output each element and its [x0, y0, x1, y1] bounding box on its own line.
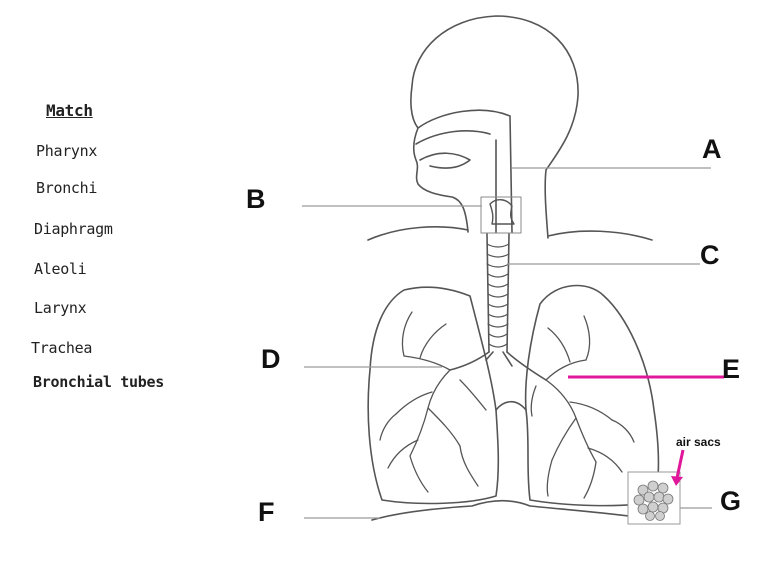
trachea-rings	[486, 243, 510, 348]
label-b: B	[246, 184, 266, 214]
air-sacs-label: air sacs	[676, 435, 721, 449]
right-bronchial-tree	[530, 315, 635, 499]
label-f: F	[258, 497, 275, 527]
head-outline	[410, 15, 579, 239]
air-sacs-inset	[627, 471, 681, 525]
label-e: E	[722, 354, 741, 384]
left-lung	[367, 286, 500, 505]
match-heading: Match	[46, 101, 93, 120]
shoulder-left	[367, 226, 469, 241]
word-trachea: Trachea	[31, 339, 93, 357]
diaphragm	[371, 499, 661, 521]
air-sacs-arrow	[671, 449, 685, 486]
word-bronchi: Bronchi	[36, 179, 98, 197]
larynx-box	[480, 196, 522, 234]
word-aleoli: Aleoli	[34, 260, 87, 278]
word-pharynx: Pharynx	[36, 142, 98, 160]
nasal-cavity	[417, 109, 513, 233]
left-bronchial-tree	[379, 311, 487, 493]
word-larynx: Larynx	[34, 299, 87, 317]
label-d: D	[261, 344, 281, 374]
shoulder-right	[547, 230, 653, 241]
word-bronchial-tubes: Bronchial tubes	[33, 373, 164, 391]
word-bank: Match Pharynx Bronchi Diaphragm Aleoli L…	[0, 0, 200, 420]
label-g: G	[720, 486, 742, 516]
label-c: C	[700, 240, 720, 270]
label-a: A	[702, 134, 722, 164]
bronchi	[449, 351, 547, 381]
word-diaphragm: Diaphragm	[34, 220, 113, 238]
